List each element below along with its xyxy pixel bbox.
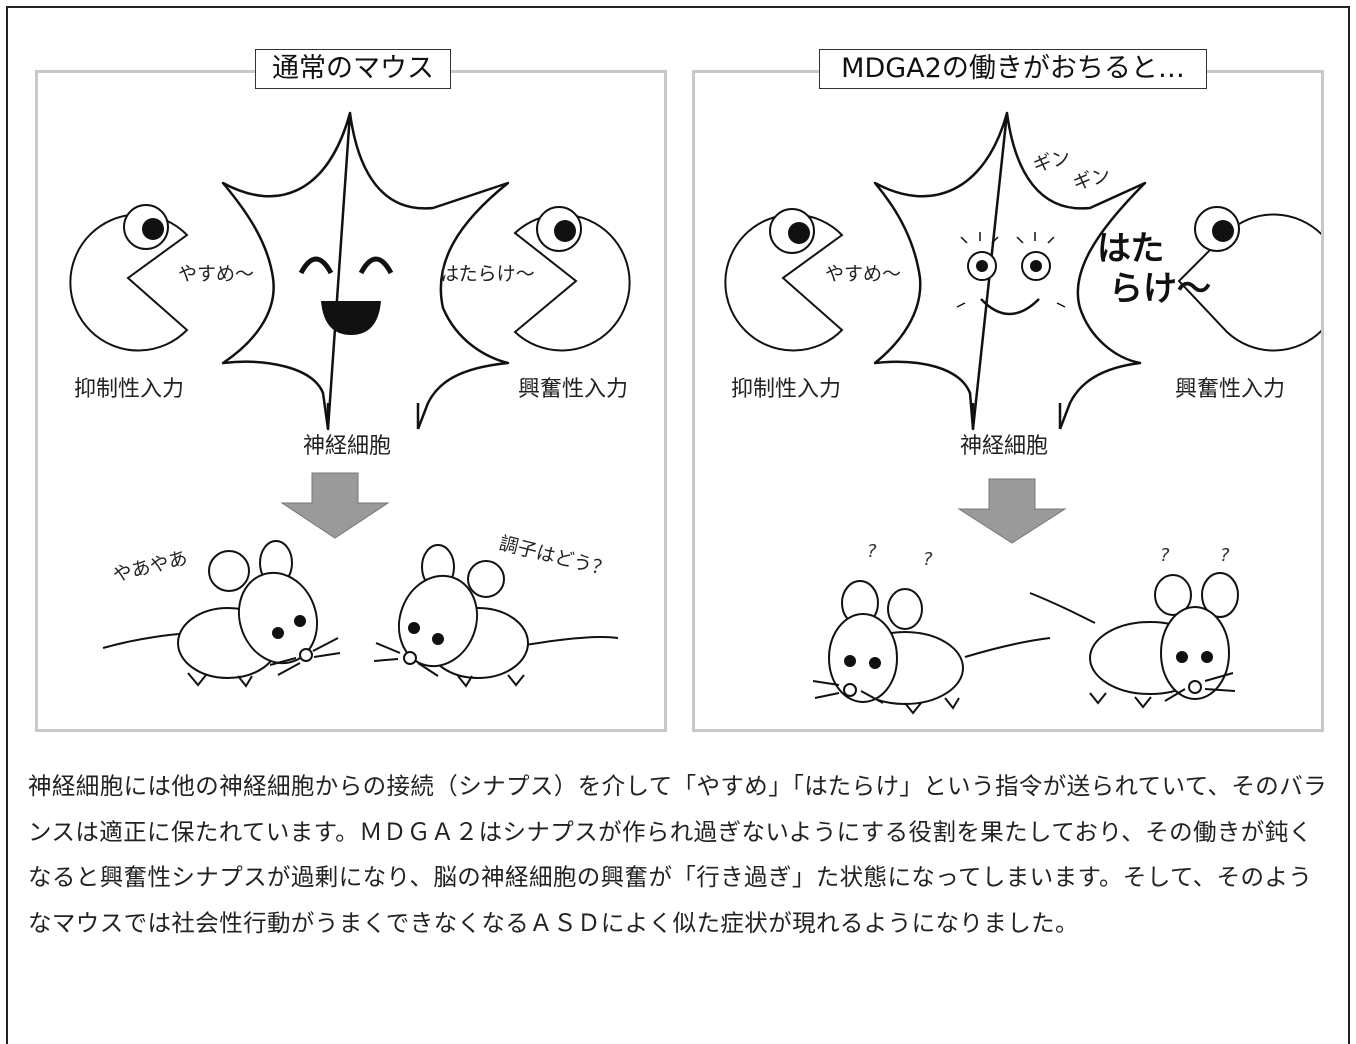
inhibitory-speech: やすめ〜: [178, 263, 255, 285]
question-mark: ?: [867, 541, 877, 562]
normal-mouse-illustration: [69, 111, 631, 688]
outer-frame: [6, 6, 1350, 1044]
panel-title: MDGA2の働きがおちると…: [819, 49, 1207, 89]
pacman-pupil: [1212, 220, 1234, 242]
excitatory-speech-line1: はた: [1097, 229, 1165, 269]
excitatory-speech: はたらけ〜: [440, 263, 535, 285]
happy-eye-left: [298, 256, 334, 275]
neuron-body: [221, 111, 510, 431]
mouse-right: [373, 544, 619, 688]
neuron-label: 神経細胞: [960, 434, 1049, 459]
question-mark: ?: [1220, 545, 1230, 566]
excitatory-speech: はた らけ〜: [1097, 229, 1211, 309]
happy-eye-right: [358, 256, 394, 275]
excitatory-input-label: 興奮性入力: [518, 377, 629, 402]
caption-text: 神経細胞には他の神経細胞からの接続（シナプス）を介して「やすめ」「はたらけ」とい…: [28, 772, 1327, 937]
mdga2-reduced-panel: MDGA2の働きがおちると… やすめ〜 はた らけ〜 ギン ギン 抑制性入力 興…: [692, 49, 1324, 732]
pacman-pupil: [788, 222, 810, 244]
mouse-left: [102, 540, 341, 688]
smile-mouth: [321, 301, 381, 335]
excitatory-speech-line2: らけ〜: [1109, 269, 1211, 309]
inhibitory-input-label: 抑制性入力: [74, 377, 185, 402]
neuron-label: 神経細胞: [303, 434, 392, 459]
mdga2-reduced-illustration: [724, 111, 1321, 715]
question-mark: ?: [1160, 545, 1170, 566]
inhibitory-speech: やすめ〜: [825, 263, 902, 285]
inhibitory-input-label: 抑制性入力: [731, 377, 842, 402]
mouse-right: [1029, 572, 1239, 709]
smile-mouth: [980, 298, 1040, 316]
panel-title: 通常のマウス: [255, 49, 451, 89]
pacman-pupil: [554, 220, 576, 242]
normal-mouse-panel: 通常のマウス やすめ〜 はたらけ〜 抑制性入力 興奮性入力 神経細胞 やあやあ …: [35, 49, 667, 732]
pacman-pupil: [142, 218, 164, 240]
neuron-body: [873, 111, 1147, 431]
question-mark: ?: [923, 549, 933, 570]
excitatory-input-label: 興奮性入力: [1175, 377, 1286, 402]
down-arrow: [957, 478, 1067, 544]
down-arrow: [280, 472, 390, 539]
mouse-left: [812, 580, 1051, 715]
